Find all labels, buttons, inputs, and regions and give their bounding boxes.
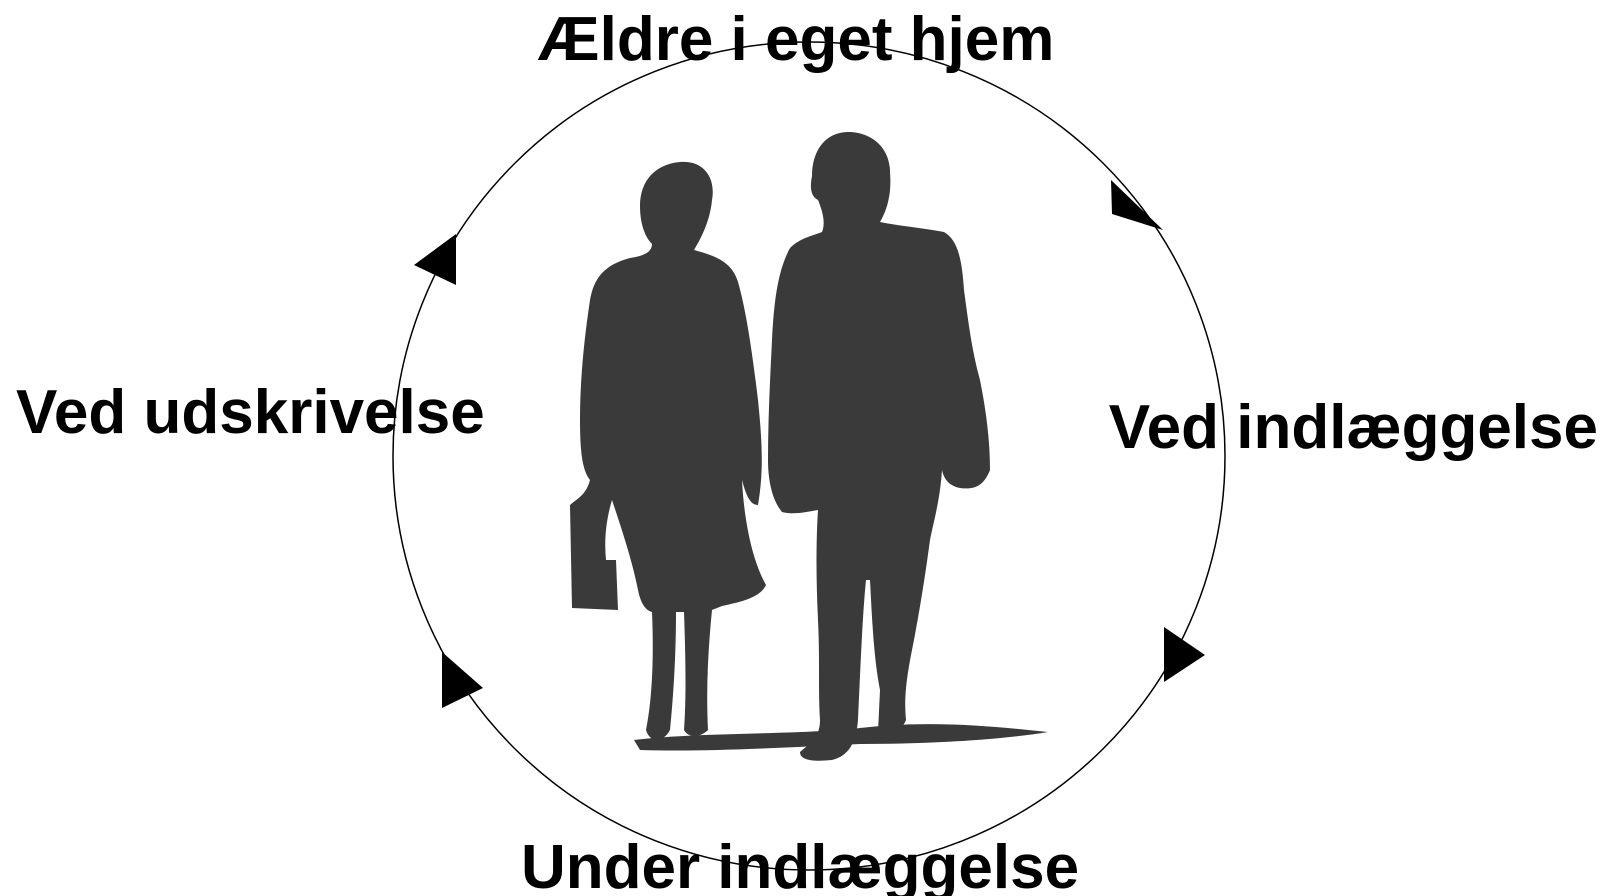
stage-label-bottom: Under indlæggelse	[521, 833, 1079, 896]
stage-label-left: Ved udskrivelse	[16, 378, 485, 447]
stage-label-right: Ved indlæggelse	[1109, 393, 1598, 462]
cycle-circle	[392, 41, 1226, 871]
woman-silhouette	[570, 161, 766, 740]
man-silhouette	[768, 132, 990, 761]
arrow-top-right-icon	[1111, 180, 1163, 230]
arrow-top-left-icon	[414, 234, 456, 285]
arrow-bottom-left-icon	[442, 652, 483, 708]
stage-label-top: Ældre i eget hjem	[538, 5, 1055, 74]
elderly-couple-silhouette-icon	[570, 132, 1048, 761]
arrow-bottom-right-icon	[1164, 627, 1205, 682]
